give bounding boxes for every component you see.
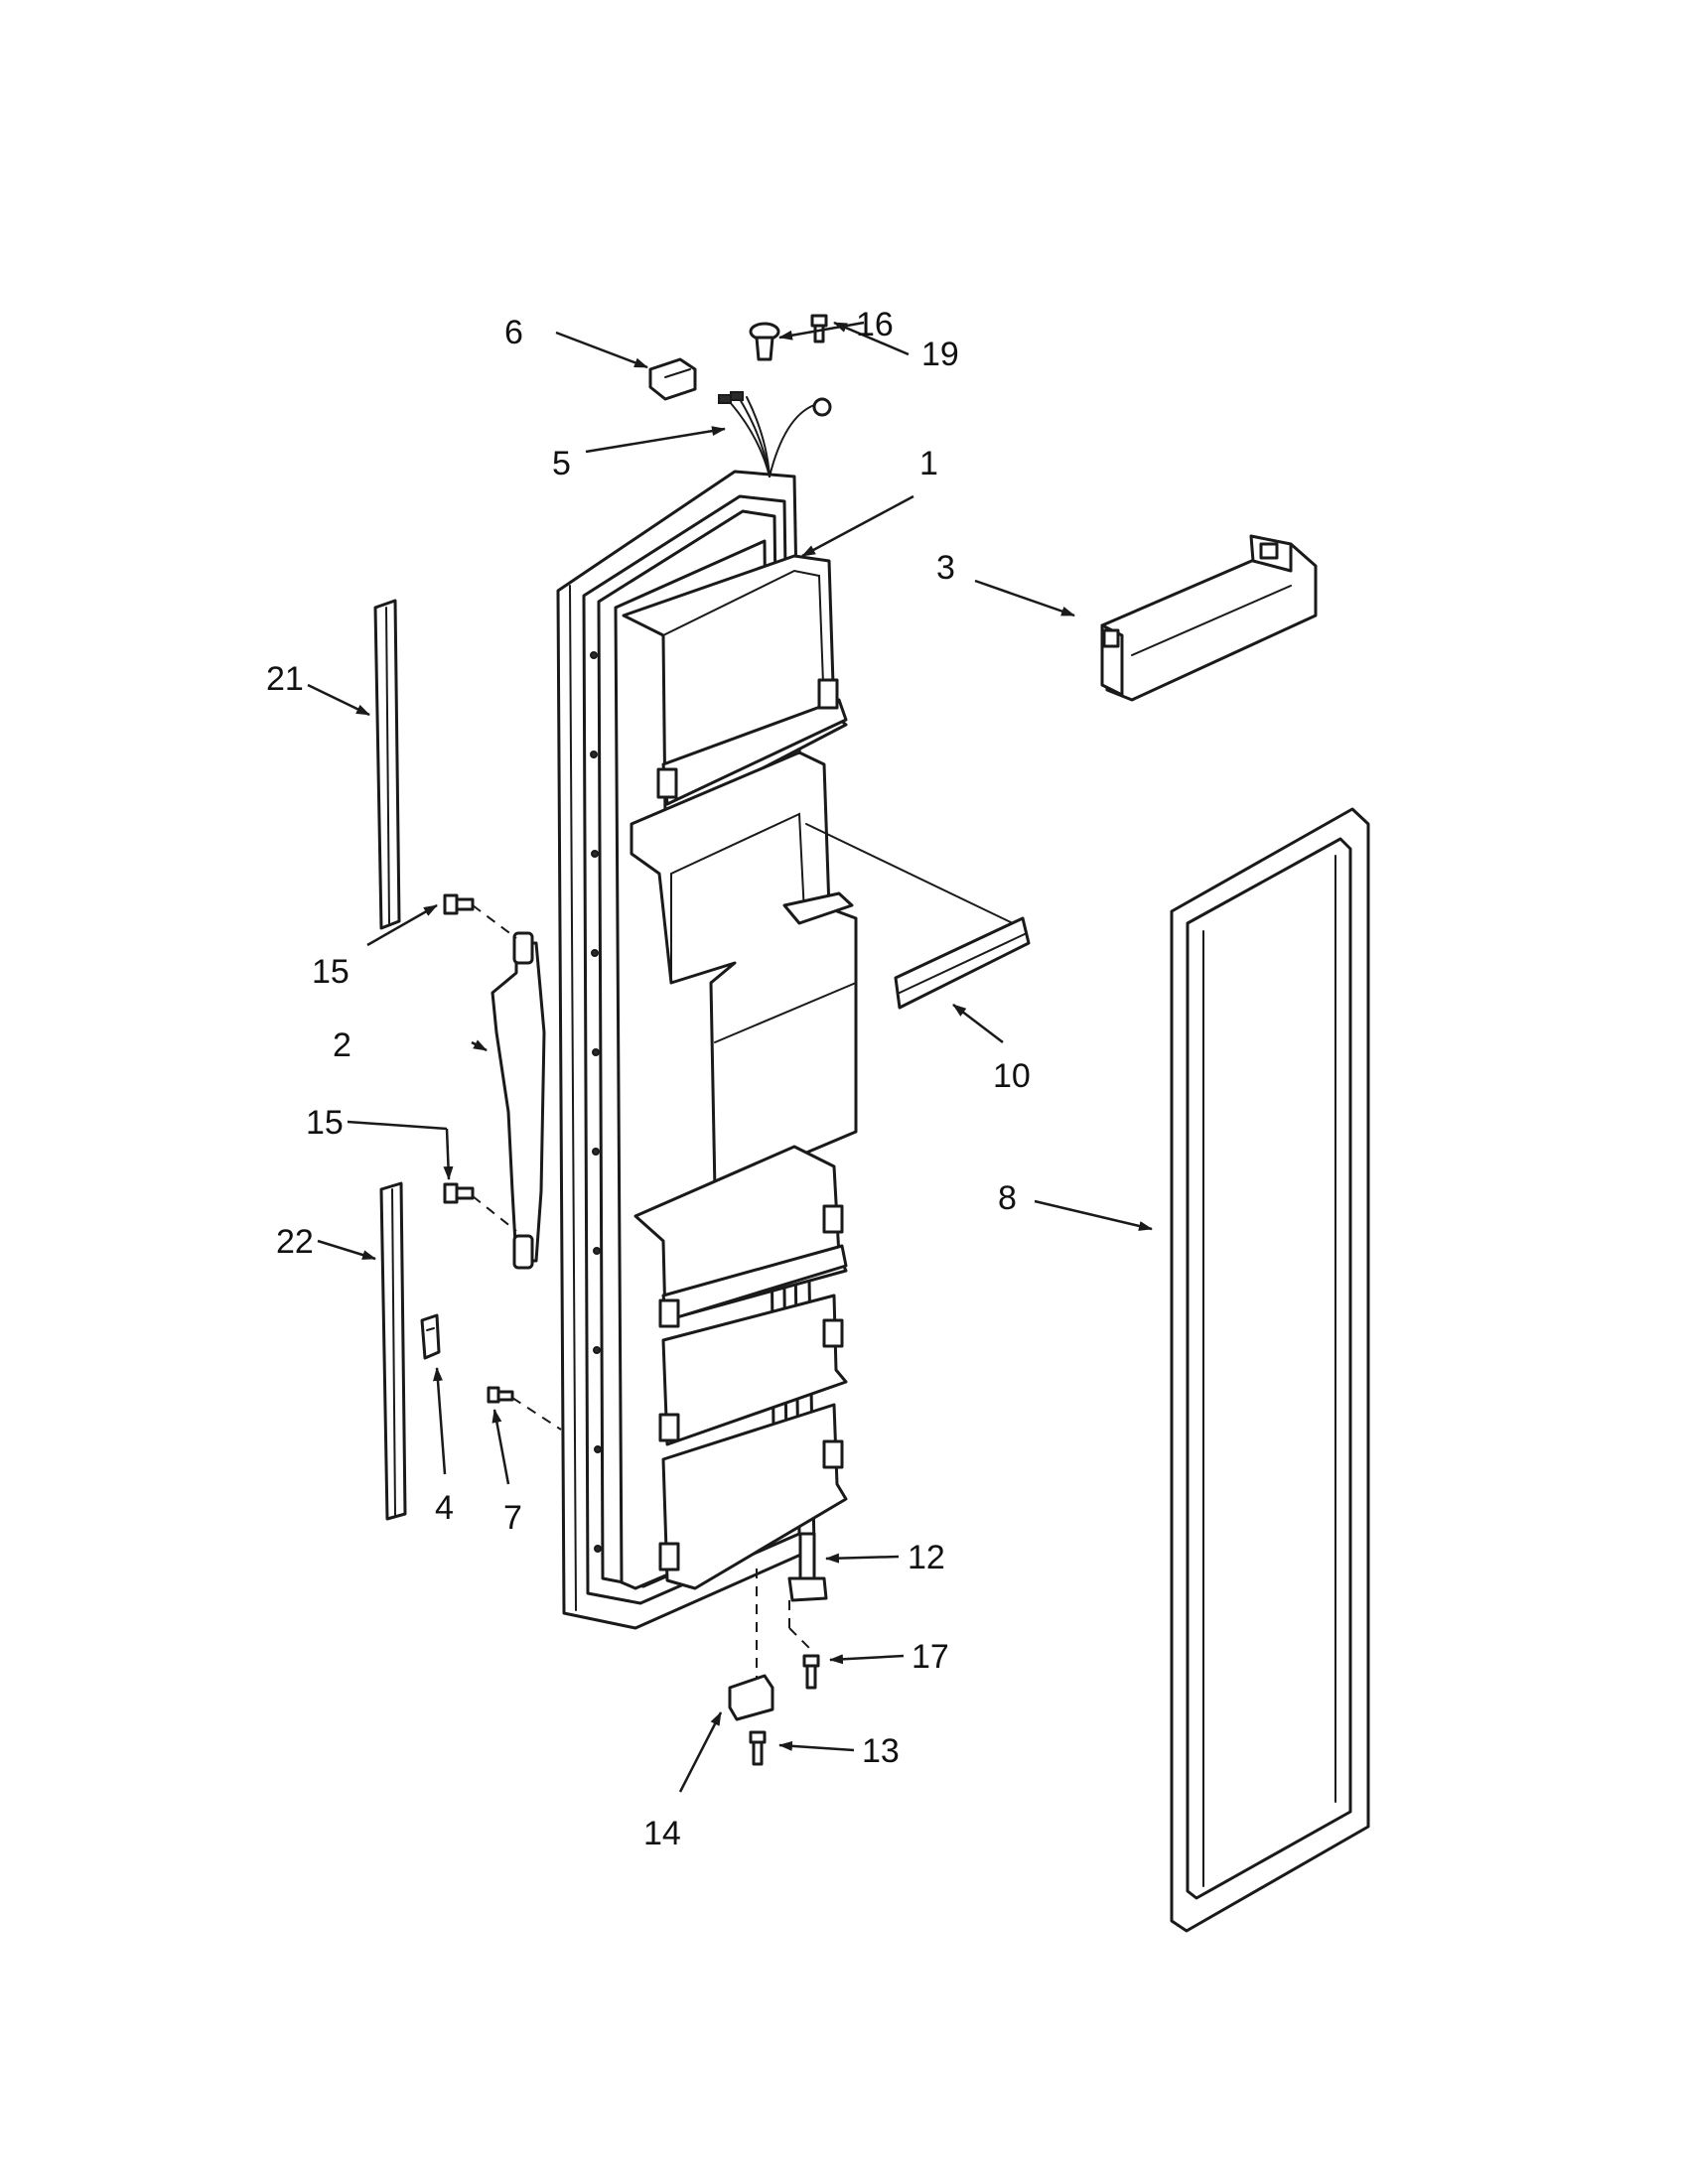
callout-16: 16 <box>856 306 894 343</box>
door-screw <box>487 1386 562 1431</box>
callout-5: 5 <box>552 445 571 482</box>
callout-19: 19 <box>921 336 959 373</box>
door-gasket <box>1170 807 1370 1933</box>
door-screw-holes <box>590 651 602 1553</box>
callout-12: 12 <box>908 1539 945 1576</box>
callout-4: 4 <box>435 1489 454 1527</box>
hinge-pin <box>787 1532 828 1649</box>
leaders <box>307 321 1153 1793</box>
callout-2: 2 <box>333 1026 351 1064</box>
light-socket <box>749 322 780 361</box>
callout-22: 22 <box>276 1223 314 1261</box>
hinge-screw <box>802 1654 820 1690</box>
top-screw <box>810 314 828 343</box>
side-trim-upper <box>373 599 401 930</box>
handle-screw-upper <box>443 893 517 939</box>
door-bin <box>1100 534 1318 702</box>
callout-3: 3 <box>936 549 955 587</box>
callout-7: 7 <box>503 1499 522 1537</box>
side-trim-lower <box>379 1181 407 1521</box>
callout-13: 13 <box>862 1732 900 1770</box>
callout-21: 21 <box>266 660 304 698</box>
callout-10: 10 <box>993 1057 1031 1095</box>
callout-1: 1 <box>919 445 938 482</box>
connector <box>648 357 697 401</box>
callout-labels: 1 2 3 4 5 6 7 8 10 12 13 14 15 15 16 17 … <box>266 306 1031 1852</box>
wire-harness <box>718 391 832 478</box>
handle-screw-lower <box>443 1182 517 1232</box>
clip <box>420 1313 441 1360</box>
callout-17: 17 <box>912 1638 949 1676</box>
callout-15-upper: 15 <box>312 953 350 991</box>
callout-14: 14 <box>643 1815 681 1852</box>
callout-15-lower: 15 <box>306 1104 344 1142</box>
callout-8: 8 <box>998 1179 1017 1217</box>
bottom-screw <box>749 1730 767 1766</box>
door-panel <box>556 470 858 1630</box>
bottom-hinge <box>728 1569 774 1721</box>
callout-6: 6 <box>504 314 523 351</box>
trim-strip <box>805 823 1031 1010</box>
door-handle <box>491 931 546 1270</box>
